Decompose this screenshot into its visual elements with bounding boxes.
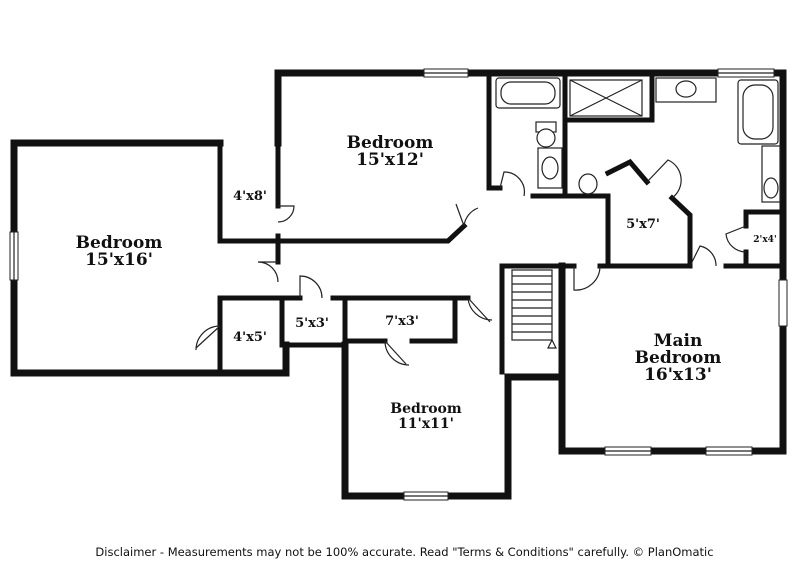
door-main-hall: [689, 245, 717, 267]
toilet-main: [578, 173, 598, 195]
door-closet-5x3: [299, 275, 323, 299]
disclaimer-text: Disclaimer - Measurements may not be 100…: [95, 545, 714, 559]
door-closet-7x3: [384, 340, 410, 366]
bedroom-top-name: Bedroom: [347, 133, 434, 153]
door-closet-4x5: [195, 325, 221, 351]
bedroom-left-size: 15'x16': [85, 250, 153, 270]
window-main-right: [778, 279, 788, 327]
door-top-bedroom: [455, 203, 479, 227]
main-bedroom-name-2: Bedroom: [635, 348, 722, 368]
door-main-bedroom: [573, 265, 601, 291]
windows: [9, 68, 788, 501]
main-bedroom-size: 16'x13': [644, 365, 712, 385]
door-closet-2x4: [725, 225, 747, 253]
doors: [195, 159, 747, 366]
closet-4x8-size: 4'x8': [233, 189, 267, 204]
interior-walls: [217, 70, 786, 376]
closet-7x3-size: 7'x3': [385, 314, 419, 329]
stairs: [511, 269, 557, 349]
closet-4x5-size: 4'x5': [233, 330, 267, 345]
toilet-hall-bowl: [536, 128, 556, 148]
door-walkin: [646, 159, 682, 199]
closet-5x3-size: 5'x3': [295, 316, 329, 331]
closet-5x7-size: 5'x7': [626, 217, 660, 232]
bedroom-left-name: Bedroom: [76, 233, 163, 253]
bedroom-bottom-name: Bedroom: [390, 401, 462, 417]
main-bedroom-name-1: Main: [654, 331, 703, 351]
bath-fixtures: [495, 77, 781, 203]
door-bath: [499, 171, 525, 197]
bedroom-bottom-size: 11'x11': [398, 416, 454, 432]
room-labels: Bedroom 15'x16' Bedroom 15'x12' 4'x8' 4'…: [76, 133, 777, 432]
closet-2x4-size: 2'x4': [753, 235, 776, 245]
door-bottom-bedroom: [467, 297, 493, 323]
door-closet-4x8: [277, 205, 295, 223]
door-left-bedroom: [257, 261, 279, 283]
bedroom-top-size: 15'x12': [356, 150, 424, 170]
